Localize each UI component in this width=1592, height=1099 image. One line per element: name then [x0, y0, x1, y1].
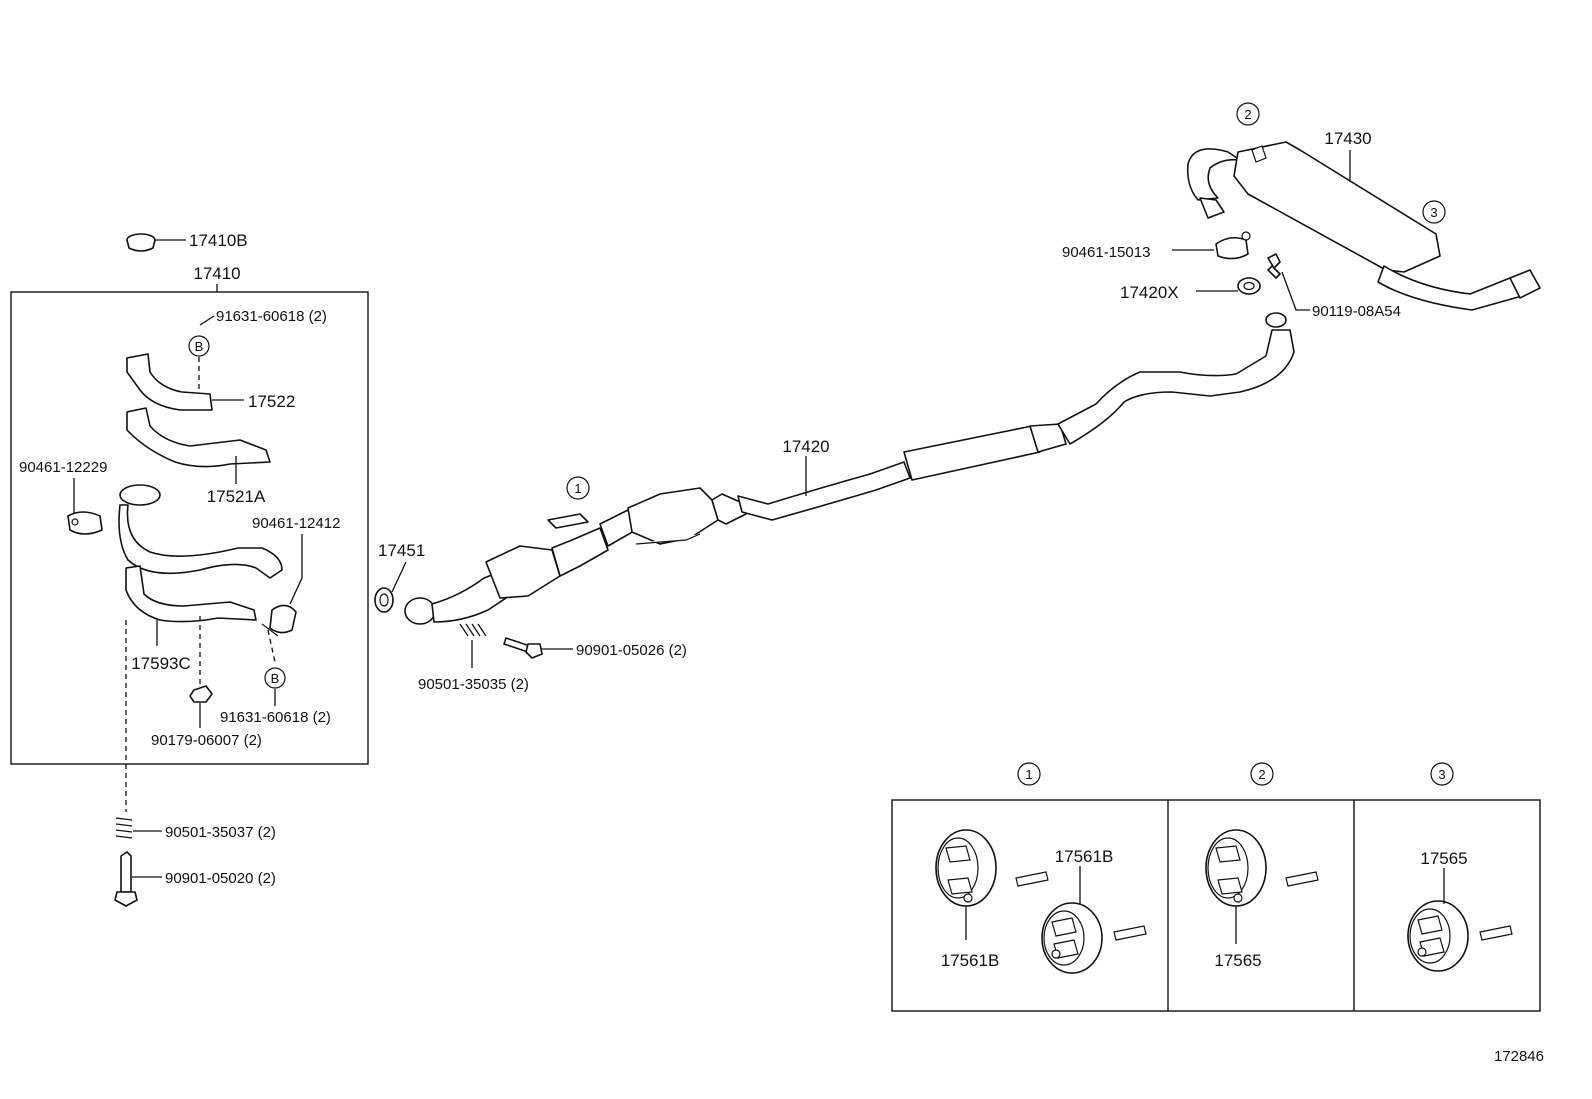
marker-b-top: B [188, 335, 210, 357]
marker-1-pipe: 1 [566, 476, 590, 500]
svg-text:1: 1 [574, 481, 581, 496]
marker-1-header: 1 [1017, 762, 1041, 786]
label-17430: 17430 [1324, 129, 1371, 148]
hanger-17561b-right[interactable] [1041, 902, 1103, 974]
label-17451: 17451 [378, 541, 425, 560]
manifold-group-frame [10, 291, 369, 765]
label-91631-bottom: 91631-60618 (2) [220, 709, 331, 726]
svg-text:1: 1 [1025, 767, 1032, 782]
part-17521a-heat-insulator[interactable] [126, 407, 271, 468]
part-front-pipe-converter[interactable] [404, 487, 747, 625]
hanger-pin-1a [1015, 871, 1049, 887]
part-90901-05020-bolt[interactable] [114, 851, 138, 907]
part-17593c-heat-insulator[interactable] [125, 565, 257, 623]
hanger-17565-section2[interactable] [1205, 829, 1267, 907]
part-17420-center-pipe[interactable] [737, 312, 1295, 521]
label-h1-left: 17561B [941, 951, 1000, 970]
svg-text:2: 2 [1258, 767, 1265, 782]
part-17420x-gasket[interactable] [1237, 277, 1261, 295]
marker-2-header: 2 [1250, 762, 1274, 786]
label-90179: 90179-06007 (2) [151, 732, 262, 749]
svg-text:3: 3 [1438, 767, 1445, 782]
part-90501-35037-spring[interactable] [115, 817, 133, 839]
part-90119-bolt[interactable] [1267, 253, 1281, 279]
hanger-table [891, 799, 1541, 1012]
diagram-number: 172846 [1494, 1048, 1544, 1065]
label-90501-35035: 90501-35035 (2) [418, 676, 529, 693]
part-exhaust-manifold[interactable] [118, 484, 283, 579]
part-17410b-cap[interactable] [126, 233, 156, 252]
hanger-pin-3 [1479, 925, 1513, 941]
part-90461-12229-clamp[interactable] [67, 511, 103, 535]
label-90901-05020: 90901-05020 (2) [165, 870, 276, 887]
label-17420x: 17420X [1120, 283, 1179, 302]
svg-text:3: 3 [1430, 205, 1437, 220]
label-90461-15013: 90461-15013 [1062, 244, 1150, 261]
svg-text:B: B [271, 671, 280, 686]
part-90179-nut[interactable] [189, 685, 213, 703]
hanger-17565-section3[interactable] [1407, 900, 1469, 972]
svg-text:B: B [195, 339, 204, 354]
label-90461-12412: 90461-12412 [252, 515, 340, 532]
label-91631-top: 91631-60618 (2) [216, 308, 327, 325]
hanger-pin-2 [1285, 871, 1319, 887]
hanger-17561b-left[interactable] [935, 829, 997, 907]
marker-2-muffler: 2 [1236, 102, 1260, 126]
part-90501-35035-spring[interactable] [459, 623, 487, 637]
hanger-pin-1b [1113, 925, 1147, 941]
label-17410: 17410 [193, 264, 240, 283]
label-h1-right: 17561B [1055, 847, 1114, 866]
label-h2: 17565 [1214, 951, 1261, 970]
label-17420: 17420 [782, 437, 829, 456]
label-17522: 17522 [248, 392, 295, 411]
label-90501-35037: 90501-35037 (2) [165, 824, 276, 841]
part-90461-12412-clamp[interactable] [261, 604, 297, 637]
part-17451-gasket[interactable] [374, 587, 394, 613]
part-90461-15013-clamp[interactable] [1215, 231, 1251, 260]
marker-3-muffler: 3 [1422, 200, 1446, 224]
label-17593c: 17593C [131, 654, 191, 673]
label-90901-05026: 90901-05026 (2) [576, 642, 687, 659]
part-17522-heat-insulator[interactable] [126, 353, 213, 411]
svg-text:2: 2 [1244, 107, 1251, 122]
label-17521a: 17521A [207, 487, 266, 506]
marker-3-header: 3 [1430, 762, 1454, 786]
label-90119: 90119-08A54 [1312, 303, 1401, 320]
label-90461-12229: 90461-12229 [19, 459, 107, 476]
label-h3: 17565 [1420, 849, 1467, 868]
part-17430-muffler[interactable] [1186, 141, 1541, 311]
part-90901-05026-bolt[interactable] [503, 637, 543, 659]
label-17410b: 17410B [189, 231, 248, 250]
marker-b-bottom: B [264, 667, 286, 689]
